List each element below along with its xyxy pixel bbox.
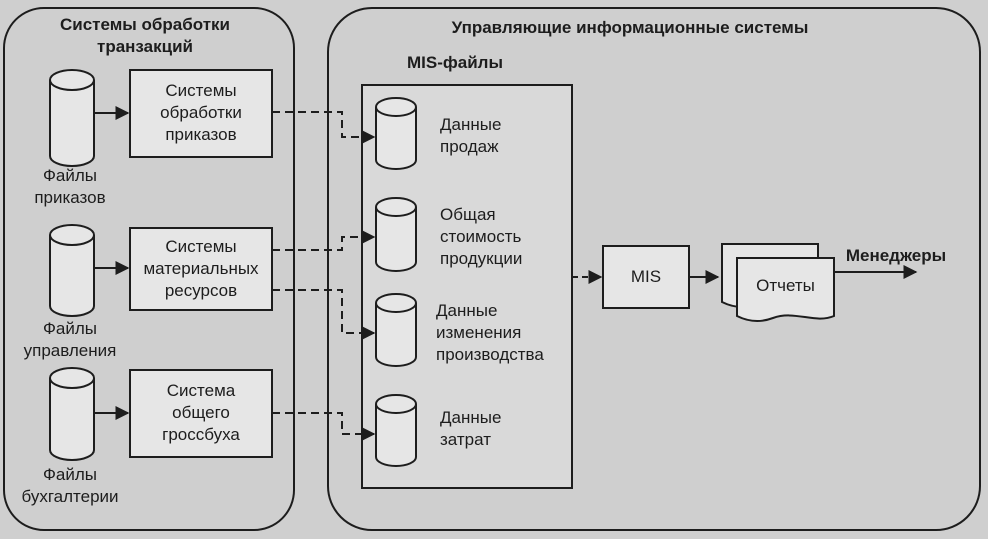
system-box-ledger: [129, 369, 273, 458]
dashed-connector-materials-to-changes: [272, 289, 376, 340]
dashed-connector-materials-to-cost: [272, 230, 376, 251]
file-cylinder-management: [49, 224, 95, 317]
managers-label: Менеджеры: [845, 246, 947, 265]
mis-files-title: MIS-файлы: [407, 53, 503, 72]
system-box-orders: [129, 69, 273, 158]
system-label-materials: Системы материальных ресурсов: [143, 237, 259, 300]
dashed-connector-orders-to-sales: [272, 111, 376, 144]
mis-file-label-production-cost: Общая стоимость продукции: [440, 205, 523, 268]
file-cylinder-accounting: [49, 367, 95, 461]
mis-file-cylinder-sales: [375, 97, 417, 170]
reports-document-front: [736, 257, 835, 323]
mis-file-label-sales: Данные продаж: [440, 115, 502, 156]
system-label-ledger: Система общего гроссбуха: [162, 381, 240, 444]
system-label-orders: Системы обработки приказов: [160, 81, 242, 144]
tps-group-container: [3, 7, 295, 531]
mis-file-cylinder-production-changes: [375, 293, 417, 367]
system-box-materials: [129, 227, 273, 311]
file-cylinder-orders: [49, 69, 95, 167]
reports-label: Отчеты: [756, 276, 815, 295]
file-label-orders: Файлы приказов: [34, 166, 106, 207]
mis-box-label: MIS: [630, 267, 662, 286]
mis-file-label-costs: Данные затрат: [440, 408, 502, 449]
mis-group-title: Управляющие информационные системы: [451, 18, 809, 37]
file-label-accounting: Файлы бухгалтерии: [21, 465, 119, 506]
mis-file-label-production-changes: Данные изменения производства: [436, 301, 544, 364]
mis-group-container: [327, 7, 981, 531]
mis-file-cylinder-production-cost: [375, 197, 417, 272]
mis-file-cylinder-costs: [375, 394, 417, 467]
mis-box: [602, 245, 690, 309]
file-label-management: Файлы управления: [23, 319, 117, 360]
tps-group-title: Системы обработки транзакций: [59, 15, 231, 56]
dashed-connector-ledger-to-costs: [272, 412, 376, 441]
